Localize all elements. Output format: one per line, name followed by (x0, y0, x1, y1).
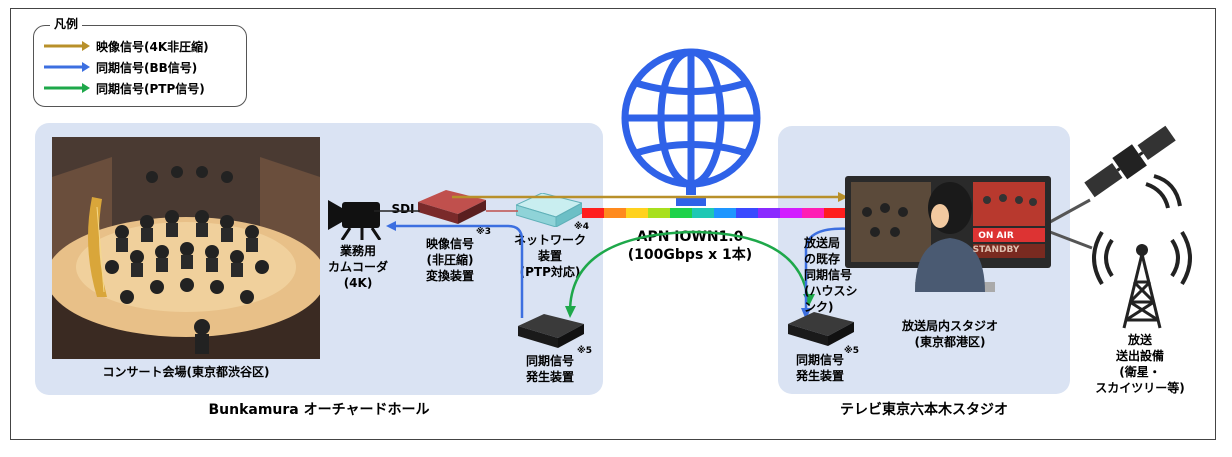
right-sync-note: ※5 (844, 346, 860, 356)
converter-note: ※3 (476, 227, 492, 237)
legend-label-bb: 同期信号(BB信号) (96, 60, 198, 75)
legend-arrow-video (44, 41, 90, 51)
iown-rainbow-line (582, 208, 848, 218)
broadcast-label: 放送 送出設備 (衛星・ スカイツリー等) (1095, 333, 1185, 395)
legend-title: 凡例 (50, 15, 83, 32)
right-site-name: テレビ東京六本木スタジオ (840, 402, 1008, 418)
globe-icon (621, 48, 761, 195)
studio-illustration (845, 176, 1051, 292)
globe-base-icon (676, 196, 706, 206)
converter-label: 映像信号 (非圧縮) 変換装置 (425, 237, 474, 283)
legend-item-bb: 同期信号(BB信号) (44, 58, 197, 76)
network-label: ネットワーク 装置 (PTP対応) (513, 233, 586, 279)
legend-item-ptp: 同期信号(PTP信号) (44, 79, 205, 97)
venue-label: コンサート会場(東京都渋谷区) (102, 365, 270, 379)
camcorder-icon (328, 200, 382, 240)
legend-label-video: 映像信号(4K非圧縮) (96, 39, 209, 54)
converter-device-icon (418, 190, 486, 224)
existing-sync-label: 放送局 の既存 同期信号 (ハウスシンク) (804, 236, 858, 314)
legend-item-video: 映像信号(4K非圧縮) (44, 37, 209, 55)
left-sync-label: 同期信号 発生装置 (525, 354, 574, 384)
satellite-icon (1084, 125, 1182, 209)
studio-label: 放送局内スタジオ (東京都港区) (901, 319, 998, 349)
legend-arrow-ptp (44, 83, 90, 93)
network-note: ※4 (574, 222, 590, 232)
on-air-sign: ON AIR (978, 231, 1014, 241)
legend-label-ptp: 同期信号(PTP信号) (96, 81, 205, 96)
camera-label: 業務用 カムコーダ (4K) (327, 244, 388, 290)
left-sync-note: ※5 (577, 346, 593, 356)
hall-name: Bunkamura オーチャードホール (208, 402, 430, 418)
network-spec: (100Gbps x 1本) (627, 247, 753, 263)
legend-arrow-bb (44, 62, 90, 72)
right-sync-generator-icon (788, 312, 854, 346)
sdi-label: SDI (391, 202, 415, 216)
broadcast-tower-icon (1092, 230, 1192, 329)
concert-hall-illustration (52, 137, 320, 359)
diagram-frame (10, 8, 1216, 440)
right-sync-label: 同期信号 発生装置 (795, 353, 844, 383)
left-sync-generator-icon (518, 314, 584, 348)
standby-sign: STANDBY (972, 245, 1020, 255)
network-device-icon (516, 193, 582, 227)
